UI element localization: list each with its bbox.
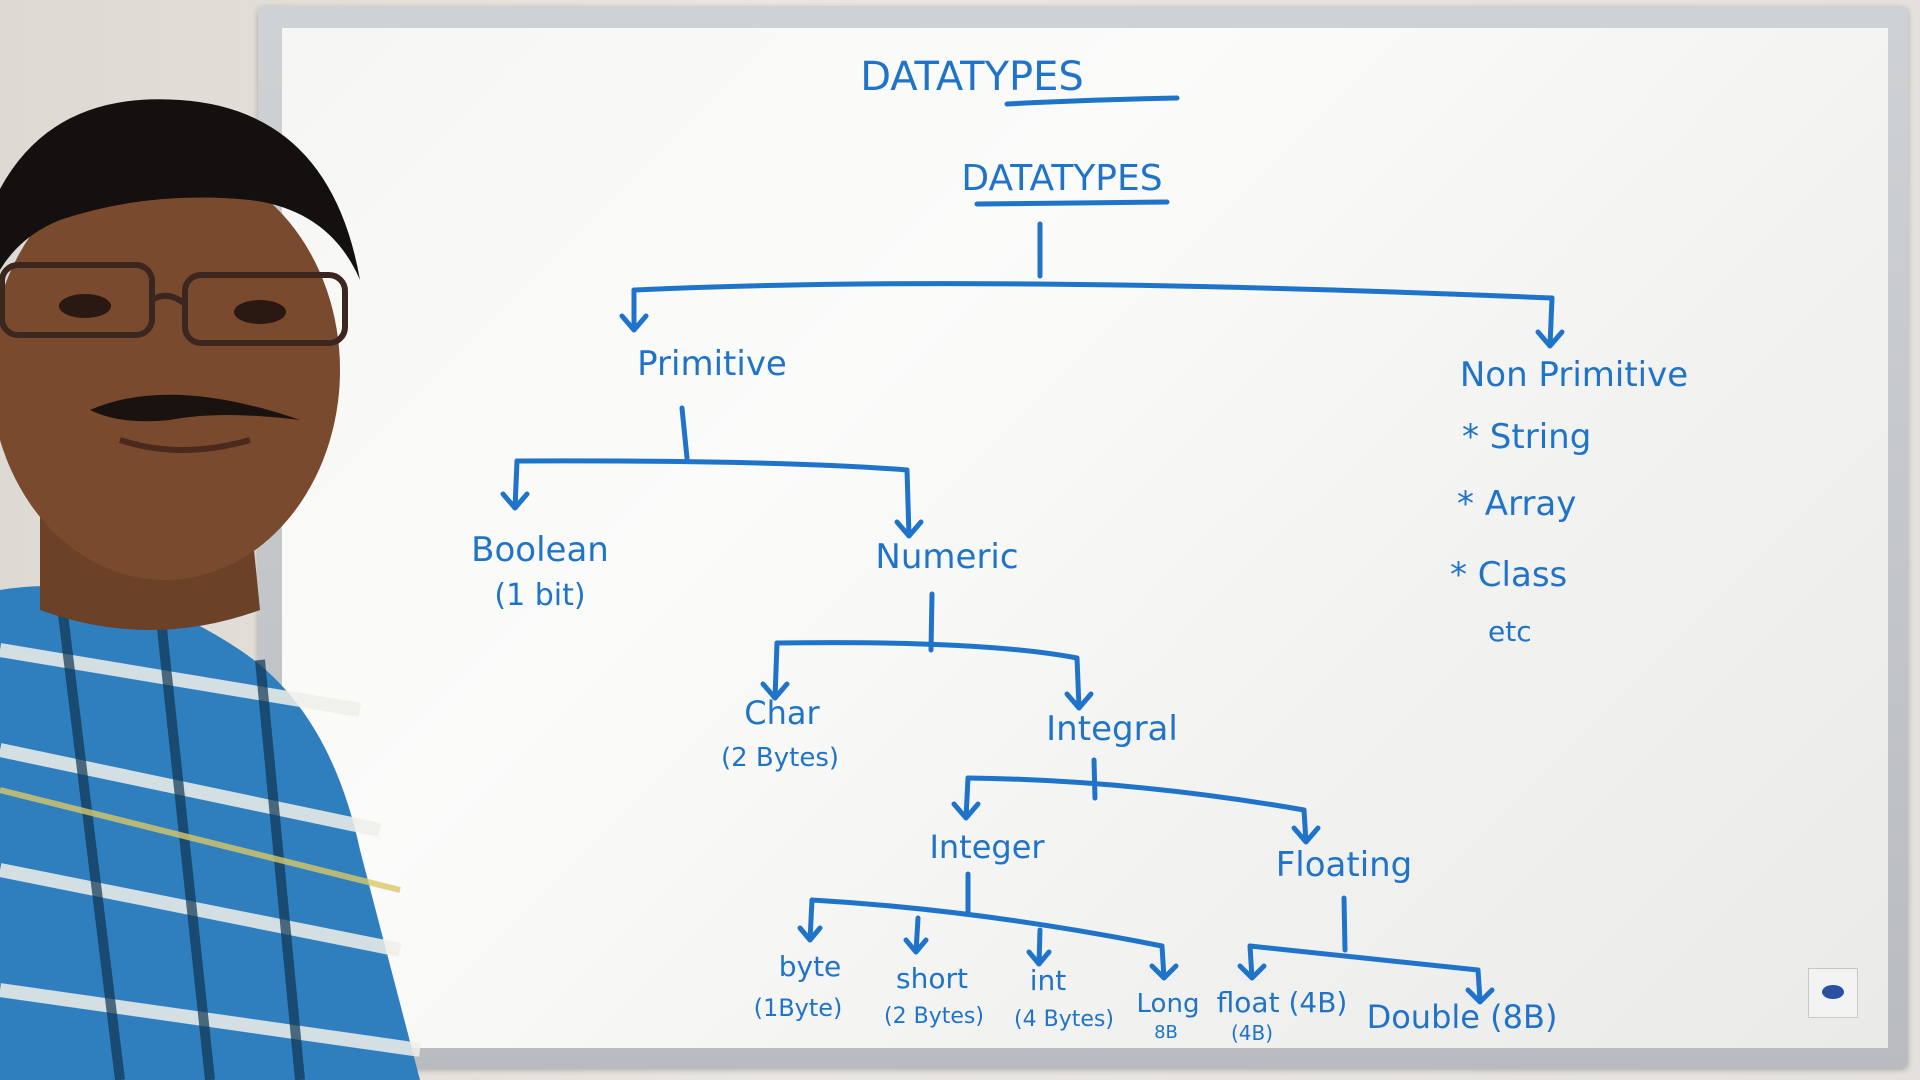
arrow-long bbox=[1149, 943, 1179, 981]
floating-bar bbox=[1247, 943, 1481, 973]
non-primitive-item-class: * Class bbox=[1450, 555, 1567, 595]
board-heading: DATATYPES bbox=[860, 54, 1084, 100]
arrow-float bbox=[1237, 943, 1267, 981]
non-primitive-node: Non Primitive bbox=[1460, 355, 1688, 395]
non-primitive-item-string: * String bbox=[1462, 417, 1591, 457]
root-bar bbox=[631, 281, 1555, 301]
integral-node: Integral bbox=[1046, 709, 1178, 749]
glasses-right-lens bbox=[182, 272, 348, 346]
presenter-mouth bbox=[119, 437, 251, 453]
char-node: Char bbox=[744, 694, 820, 732]
eye-left bbox=[59, 294, 111, 318]
whiteboard: DATATYPES DATATYPES Primitive Non Primit… bbox=[282, 28, 1888, 1048]
primitive-bar bbox=[514, 458, 910, 473]
arrow-integral bbox=[1064, 655, 1094, 711]
arrow-primitive bbox=[619, 287, 649, 333]
root-underline bbox=[974, 199, 1170, 207]
channel-logo bbox=[1808, 968, 1858, 1018]
presenter-figure bbox=[0, 99, 421, 1080]
glasses-bridge bbox=[150, 292, 187, 307]
arrow-short bbox=[903, 915, 929, 955]
double-node: Double (8B) bbox=[1367, 998, 1558, 1036]
long-size: 8B bbox=[1154, 1022, 1178, 1043]
arrow-integer bbox=[951, 775, 981, 821]
channel-logo-icon bbox=[1822, 984, 1844, 999]
byte-node: byte bbox=[779, 950, 842, 983]
char-size: (2 Bytes) bbox=[721, 743, 839, 773]
short-size: (2 Bytes) bbox=[884, 1004, 984, 1029]
integer-bar bbox=[809, 897, 1165, 949]
integral-stem bbox=[1091, 757, 1098, 801]
shirt-stripes-v bbox=[55, 589, 305, 1080]
int-size: (4 Bytes) bbox=[1014, 1007, 1114, 1032]
integral-bar bbox=[965, 775, 1307, 813]
arrow-numeric bbox=[894, 467, 924, 539]
arrow-floating bbox=[1291, 807, 1321, 845]
boolean-node: Boolean bbox=[471, 530, 609, 570]
presenter-hair bbox=[0, 99, 360, 280]
arrow-non-primitive bbox=[1535, 295, 1565, 349]
datatype-tree-diagram: DATATYPES DATATYPES Primitive Non Primit… bbox=[471, 54, 1688, 1045]
float-node: float (4B) bbox=[1217, 986, 1348, 1019]
short-node: short bbox=[896, 962, 968, 995]
numeric-stem bbox=[928, 591, 935, 653]
arrow-int bbox=[1026, 927, 1052, 967]
primitive-stem bbox=[679, 405, 690, 461]
numeric-bar bbox=[774, 640, 1080, 661]
presenter-mustache bbox=[90, 394, 300, 422]
float-size: (4B) bbox=[1231, 1021, 1273, 1045]
heading-underline bbox=[1004, 95, 1180, 107]
arrow-char bbox=[760, 640, 790, 701]
non-primitive-item-etc: etc bbox=[1488, 615, 1532, 648]
boolean-size: (1 bit) bbox=[494, 578, 585, 613]
numeric-node: Numeric bbox=[875, 537, 1018, 577]
root-node: DATATYPES bbox=[961, 158, 1162, 199]
floating-stem bbox=[1341, 895, 1348, 953]
shirt-stripe-yellow bbox=[0, 787, 401, 893]
non-primitive-item-array: * Array bbox=[1457, 484, 1576, 524]
primitive-node: Primitive bbox=[637, 344, 787, 384]
arrow-double bbox=[1465, 967, 1495, 1005]
long-node: Long bbox=[1137, 989, 1200, 1019]
arrow-boolean bbox=[500, 458, 530, 511]
floating-node: Floating bbox=[1276, 845, 1413, 885]
arrow-byte bbox=[797, 897, 823, 943]
integer-node: Integer bbox=[929, 828, 1045, 866]
byte-size: (1Byte) bbox=[754, 994, 843, 1022]
eye-right bbox=[234, 300, 286, 324]
int-node: int bbox=[1030, 964, 1067, 997]
shirt-stripes-h bbox=[0, 643, 421, 1057]
